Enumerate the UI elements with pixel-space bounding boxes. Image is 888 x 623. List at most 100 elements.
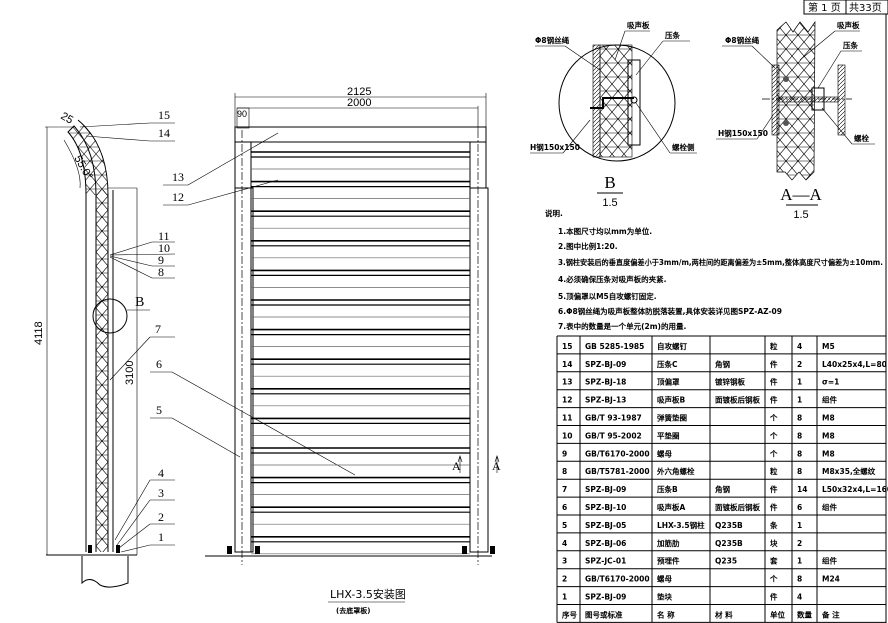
bom-cell: Q235B <box>715 521 743 530</box>
bom-cell: L50x32x4,L=160 <box>822 485 888 494</box>
bom-cell: 材 料 <box>715 609 733 619</box>
bom-cell: M8 <box>822 414 835 423</box>
bom-cell: LHX-3.5钢柱 <box>657 520 705 530</box>
bom-cell: 条 <box>769 520 778 530</box>
bom-cell: SPZ-JC-01 <box>585 557 626 566</box>
callout-7: 7 <box>109 322 175 381</box>
svg-text:15: 15 <box>158 108 170 122</box>
bom-cell: 8 <box>797 575 802 584</box>
bom-cell: 镀锌钢板 <box>715 377 745 387</box>
bom-cell: 5 <box>562 521 567 530</box>
dim-outer-width: 2125 <box>347 86 371 98</box>
bom-cell: SPZ-BJ-05 <box>585 521 626 530</box>
bom-cell: 1 <box>797 396 802 405</box>
note-3: 3.钢柱安装后的垂直度偏差小于3mm/m,两柱间的距离偏差为±5mm,整体高度尺… <box>558 257 883 267</box>
svg-text:4: 4 <box>158 466 164 480</box>
dim-inner-width: 2000 <box>347 97 371 109</box>
callout-1: 1 <box>120 530 175 553</box>
right-post <box>469 187 489 553</box>
bom-cell: 2 <box>797 360 802 369</box>
note-6: 6.Φ8钢丝绳为吸声板整体防脱落装置,具体安装详见图SPZ-AZ-09 <box>558 306 782 316</box>
bom-row: 8 GB/T5781-2000 外六角螺栓 粒 8 M8x35,全螺纹 <box>557 466 886 480</box>
bom-cell: 序号 <box>562 609 577 619</box>
bom-cell: SPZ-BJ-13 <box>585 396 626 405</box>
bom-cell: 件 <box>770 484 778 494</box>
bom-cell: 粒 <box>770 466 778 476</box>
bom-cell: 12 <box>562 396 572 405</box>
bom-cell: SPZ-BJ-09 <box>585 485 626 494</box>
detail-b: Φ8钢丝绳 吸声板 压条 H钢150x150 螺栓侧 B 1.5 <box>530 20 697 209</box>
bom-cell: 11 <box>562 414 572 423</box>
bom-cell: 6 <box>797 503 802 512</box>
dim-height-panel: 3100 <box>124 361 136 385</box>
bom-cell: GB 5285-1985 <box>585 342 644 351</box>
bom-cell: SPZ-BJ-10 <box>585 503 626 512</box>
bom-cell: 8 <box>797 467 802 476</box>
note-1: 1.本图尺寸均以mm为单位. <box>558 226 652 236</box>
side-view: 4118 3100 25 55.0° B 15 14 13 12 11 10 9… <box>33 108 356 588</box>
bom-cell: SPZ-BJ-18 <box>585 378 626 387</box>
callout-9: 9 <box>109 253 175 267</box>
bom-cell: 8 <box>797 414 802 423</box>
note-7: 7.表中的数量是一个单元(2m)的用量. <box>558 321 686 331</box>
note-4: 4.必须确保压条对吸声板的夹紧. <box>558 274 667 284</box>
bom-cell: 个 <box>769 574 778 584</box>
detail-b-label-bolt: 螺栓侧 <box>672 142 695 152</box>
bom-cell: 2 <box>797 539 802 548</box>
bom-cell: 件 <box>770 377 778 387</box>
bom-cell: SPZ-BJ-06 <box>585 539 626 548</box>
bom-cell: 备 注 <box>821 609 840 619</box>
bom-cell: 14 <box>562 360 572 369</box>
bom-cell: 4 <box>797 342 802 351</box>
dim-top-thickness: 25 <box>59 110 76 127</box>
bom-cell: M8 <box>822 449 835 458</box>
bom-cell: M8x35,全螺纹 <box>822 466 876 476</box>
svg-text:12: 12 <box>172 190 184 204</box>
bom-cell: 1 <box>797 557 802 566</box>
bom-cell: GB/T5781-2000 <box>585 467 650 476</box>
detail-aa-label-bolt: 螺栓 <box>854 133 869 143</box>
callout-14: 14 <box>85 126 175 142</box>
callout-3: 3 <box>116 486 175 546</box>
bom-cell: 自攻螺钉 <box>657 341 687 351</box>
bom-cell: σ=1 <box>822 378 839 387</box>
detail-aa-label-panel: 吸声板 <box>837 20 860 30</box>
bom-cell: 角钢 <box>715 359 730 369</box>
bom-header-row: 序号图号或标准名 称材 料单位数量备 注 <box>557 609 886 623</box>
bom-cell: 块 <box>770 538 778 548</box>
bom-cell: 数量 <box>797 609 812 619</box>
bom-cell: 13 <box>562 378 572 387</box>
svg-text:10: 10 <box>158 241 170 255</box>
bom-cell: SPZ-BJ-09 <box>585 593 626 602</box>
bom-cell: 10 <box>562 431 572 440</box>
bom-cell: 外六角螺栓 <box>657 466 695 476</box>
bom-cell: 8 <box>562 467 567 476</box>
drawing-subtitle: (去底罩板) <box>336 606 370 615</box>
bom-cell: 个 <box>769 430 778 440</box>
svg-text:5: 5 <box>156 403 162 417</box>
svg-text:7: 7 <box>155 322 161 336</box>
callout-2: 2 <box>118 510 175 549</box>
bom-cell: 4 <box>797 593 802 602</box>
bom-cell: 面镀板后钢板 <box>715 502 760 512</box>
detail-aa-label-hbeam: H钢150x150 <box>718 128 768 138</box>
bom-cell: GB/T6170-2000 <box>585 575 650 584</box>
bom-cell: GB/T6170-2000 <box>585 449 650 458</box>
bom-cell: Q235 <box>715 557 737 566</box>
detail-b-scale: 1.5 <box>602 197 617 209</box>
detail-aa-label-strip: 压条 <box>843 40 858 50</box>
svg-text:11: 11 <box>158 229 170 243</box>
svg-text:A: A <box>452 459 461 473</box>
bom-cell: GB/T 95-2002 <box>585 431 642 440</box>
drawing-title: LHX-3.5安装图 <box>330 587 406 601</box>
bom-cell: 套 <box>770 556 778 566</box>
svg-text:A: A <box>492 459 501 473</box>
dim-height-total: 4118 <box>33 321 45 345</box>
